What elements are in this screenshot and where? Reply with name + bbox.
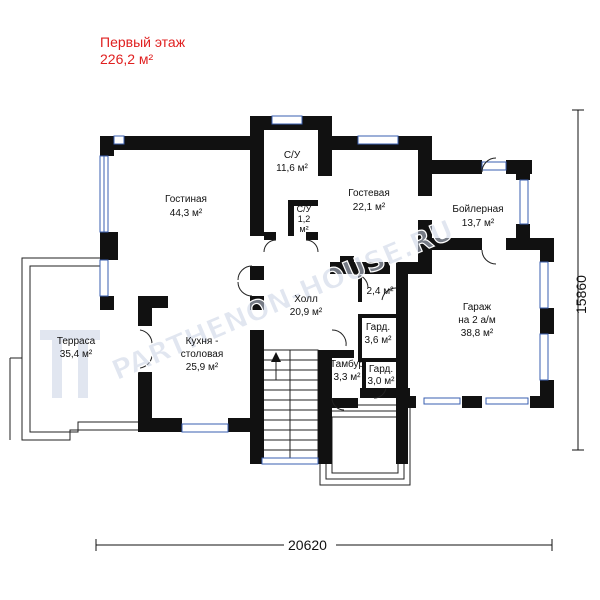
kitchen-area: 25,9 м² (186, 362, 219, 373)
garage-capacity: на 2 а/м (458, 315, 496, 326)
door-swings (139, 157, 497, 411)
wc2-name: С/У (297, 204, 312, 214)
garage-name: Гараж (463, 302, 492, 313)
wc1-name: С/У (284, 150, 301, 161)
wc2-area-value: 1,2 (298, 214, 311, 224)
terrace-outline (9, 257, 140, 441)
hall-name: Холл (294, 294, 318, 305)
closet-area: 2,4 м² (367, 286, 395, 297)
width-dimension: 20620 (95, 536, 553, 553)
living-room-name: Гостиная (165, 194, 207, 205)
guest-room-area: 22,1 м² (353, 202, 386, 213)
height-dimension: 15860 (572, 109, 589, 451)
wardrobe1-name: Гард. (366, 322, 390, 333)
terrace-area: 35,4 м² (60, 349, 93, 360)
staircase (261, 349, 319, 461)
kitchen-name: Кухня - (186, 336, 219, 347)
boiler-room-name: Бойлерная (452, 204, 503, 215)
watermark-logo-icon (40, 330, 100, 398)
kitchen-name-line2: столовая (181, 349, 224, 360)
vestibule-name: Тамбур (330, 358, 364, 370)
guest-room-name: Гостевая (348, 188, 390, 199)
living-room-area: 44,3 м² (170, 208, 203, 219)
height-dimension-label: 15860 (573, 275, 589, 314)
wc1-area: 11,6 м² (276, 163, 308, 174)
width-dimension-label: 20620 (288, 537, 327, 553)
windows (99, 115, 549, 465)
walls (100, 116, 554, 464)
floor-title: Первый этаж (100, 34, 186, 50)
wardrobe2-name: Гард. (369, 364, 393, 375)
boiler-room-area: 13,7 м² (462, 218, 495, 229)
floor-total-area: 226,2 м² (100, 51, 154, 67)
wc2-area-unit: м² (299, 224, 308, 234)
wardrobe2-area: 3,0 м² (368, 376, 396, 387)
hall-area: 20,9 м² (290, 307, 323, 318)
garage-area: 38,8 м² (461, 328, 494, 339)
vestibule-area: 3,3 м² (334, 372, 362, 383)
wardrobe1-area: 3,6 м² (365, 335, 393, 346)
terrace-name: Терраса (57, 336, 96, 347)
